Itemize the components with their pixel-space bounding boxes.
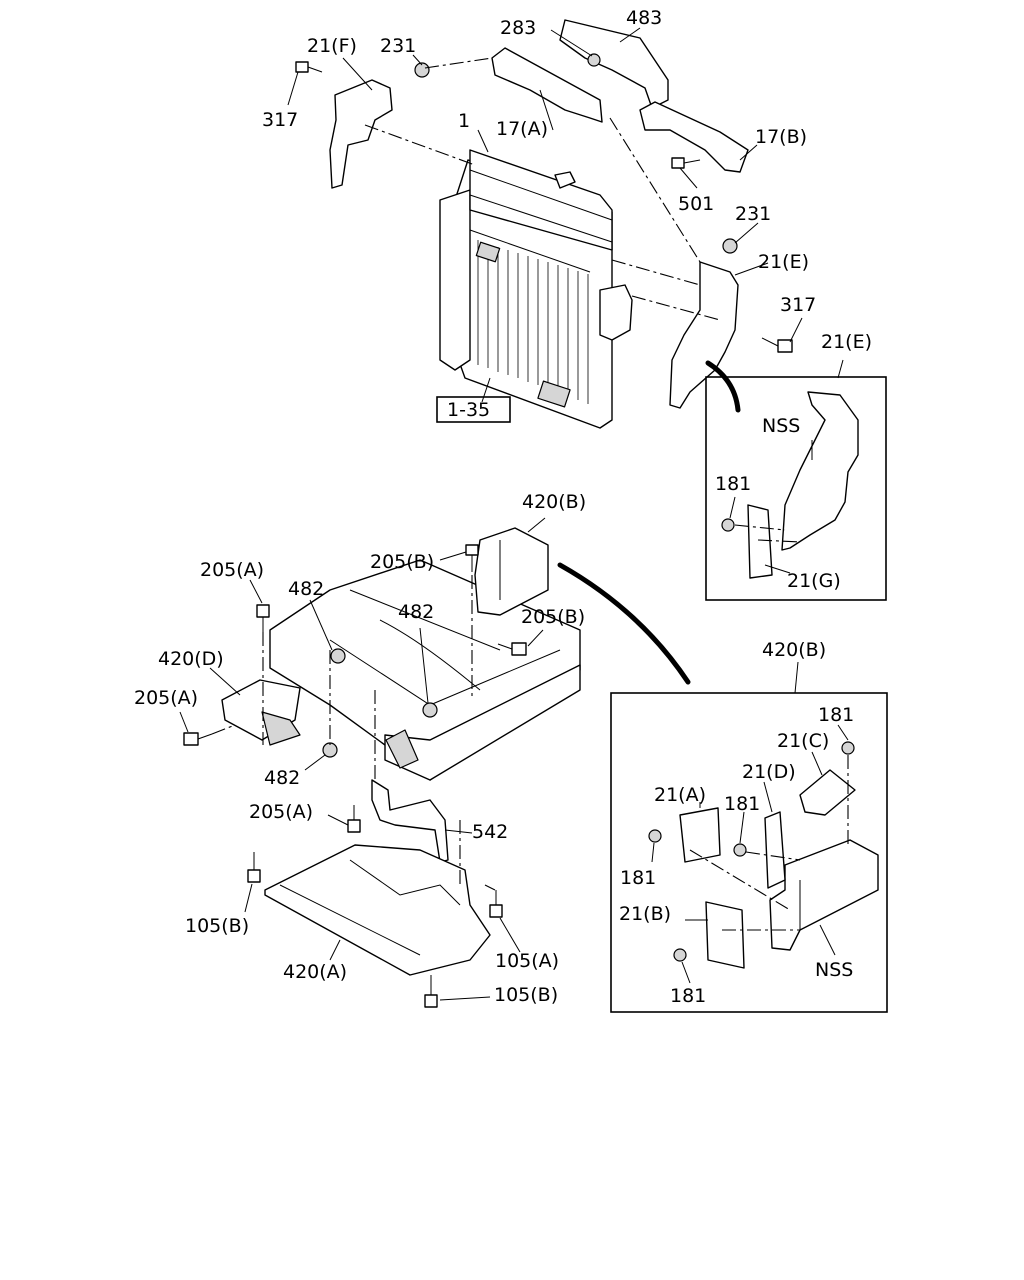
bolt-205a-bottom	[347, 805, 361, 833]
callout-17a: 17(A)	[496, 118, 548, 140]
callout-231-top: 231	[380, 35, 416, 57]
detail-box-21e	[705, 376, 887, 601]
under-cover-420a	[264, 844, 491, 976]
pad-21d	[764, 811, 786, 889]
callout-501: 501	[678, 193, 714, 215]
reference-box-1-35	[436, 396, 511, 423]
nut-231-top	[414, 62, 430, 78]
detail-b-181-bottom: 181	[670, 985, 706, 1007]
callout-542: 542	[472, 821, 508, 843]
callout-283: 283	[500, 17, 536, 39]
bracket-420b	[474, 527, 549, 616]
clip-181-mid	[733, 843, 747, 857]
bolt-105a	[489, 890, 503, 918]
callout-17b: 17(B)	[755, 126, 807, 148]
callout-205a-left: 205(A)	[134, 687, 198, 709]
callout-420d: 420(D)	[158, 648, 224, 670]
detail-b-21c: 21(C)	[777, 730, 829, 752]
callout-483: 483	[626, 7, 662, 29]
callout-205a-top: 205(A)	[200, 559, 264, 581]
detail-e-title: 21(E)	[821, 331, 872, 353]
clip-181-left	[648, 829, 662, 843]
clip-181-detail-e	[721, 518, 735, 532]
detail-b-nss: NSS	[815, 959, 853, 981]
bracket-nss-detail	[781, 391, 859, 551]
nut-482-left	[330, 648, 346, 664]
bolt-105b-left	[247, 852, 261, 883]
pad-21b	[705, 901, 745, 969]
callout-231-right: 231	[735, 203, 771, 225]
bracket-17a	[491, 47, 603, 123]
bolt-205a-top	[256, 604, 270, 632]
callout-482-mid: 482	[398, 601, 434, 623]
bolt-501	[671, 157, 701, 169]
bolt-205a-left	[183, 732, 213, 746]
bolt-105b-bottom	[424, 975, 438, 1008]
detail-b-181-left: 181	[620, 867, 656, 889]
nut-283	[587, 53, 601, 67]
callout-21e: 21(E)	[758, 251, 809, 273]
detail-e-nss: NSS	[762, 415, 800, 437]
callout-482-left: 482	[288, 578, 324, 600]
detail-b-21a: 21(A)	[654, 784, 706, 806]
detail-arrow-21e	[705, 360, 741, 413]
nut-482-mid	[422, 702, 438, 718]
detail-b-181-top: 181	[818, 704, 854, 726]
upper-bar-483	[559, 19, 669, 109]
nut-482-bottom	[322, 742, 338, 758]
callout-105b-bottom: 105(B)	[494, 984, 558, 1006]
callout-205a-bottom: 205(A)	[249, 801, 313, 823]
detail-b-181-mid: 181	[724, 793, 760, 815]
detail-e-21g: 21(G)	[787, 570, 841, 592]
bolt-205b-right	[497, 642, 527, 656]
callout-105a: 105(A)	[495, 950, 559, 972]
clip-181-bottom	[673, 948, 687, 962]
plate-21g	[747, 504, 773, 579]
callout-1: 1	[458, 110, 470, 132]
bolt-317-top	[295, 61, 323, 73]
detail-b-21d: 21(D)	[742, 761, 796, 783]
callout-205b-top: 205(B)	[370, 551, 434, 573]
callout-420b-top: 420(B)	[522, 491, 586, 513]
callout-317-right: 317	[780, 294, 816, 316]
bracket-17b	[639, 101, 749, 173]
radiator-assembly	[439, 149, 633, 429]
callout-482-bottom: 482	[264, 767, 300, 789]
callout-317-top: 317	[262, 109, 298, 131]
callout-420a: 420(A)	[283, 961, 347, 983]
clip-181-top	[841, 741, 855, 755]
callout-205b-right: 205(B)	[521, 606, 585, 628]
side-bracket-21e	[669, 261, 739, 409]
detail-arrow-420b	[557, 562, 691, 685]
detail-e-181: 181	[715, 473, 751, 495]
nut-231-right	[722, 238, 738, 254]
side-bracket-21f	[329, 79, 393, 189]
callout-105b-left: 105(B)	[185, 915, 249, 937]
callout-1-35: 1-35	[447, 399, 490, 421]
bolt-205b-top	[465, 544, 479, 572]
bracket-nss-420b	[769, 839, 879, 951]
bolt-317-right	[761, 337, 793, 353]
detail-b-21b: 21(B)	[619, 903, 671, 925]
detail-box-420b	[610, 692, 888, 1013]
detail-b-title: 420(B)	[762, 639, 826, 661]
pad-21c	[799, 769, 856, 816]
callout-21f: 21(F)	[307, 35, 357, 57]
pad-21a	[679, 807, 721, 863]
